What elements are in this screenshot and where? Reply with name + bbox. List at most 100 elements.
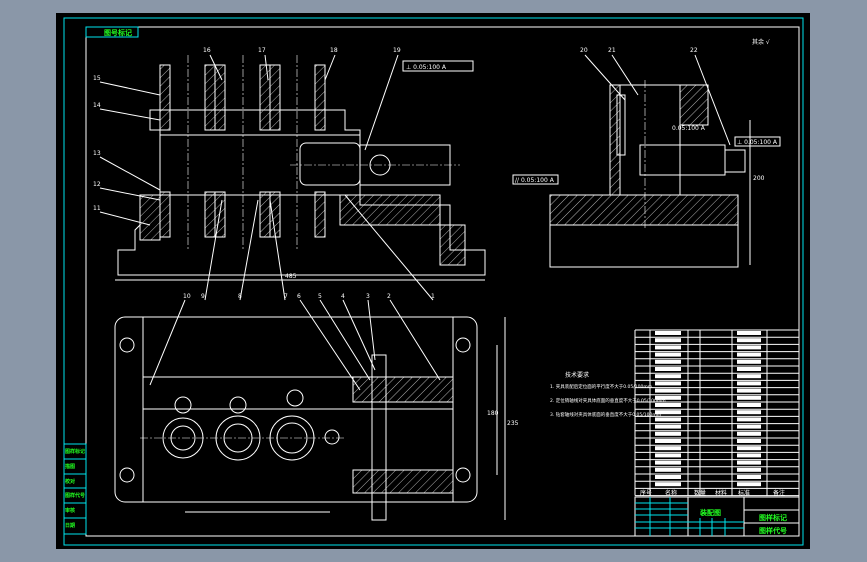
- header-cell: 名称: [665, 489, 677, 497]
- part-label: 11: [93, 205, 101, 212]
- part-standard-cell: [737, 453, 761, 458]
- part-standard-cell: [737, 439, 761, 443]
- part-name-cell: [655, 352, 681, 357]
- part-name-cell: [655, 410, 681, 415]
- drawing-number: 图样代号: [759, 526, 787, 535]
- side-cell: 校对: [65, 478, 75, 485]
- part-label: 6: [297, 293, 301, 300]
- drawing-mark: 图样标记: [759, 513, 787, 522]
- title-block: 装配图 图样标记 图样代号: [634, 496, 800, 537]
- part-standard-cell: [737, 395, 761, 400]
- part-name-cell: [655, 331, 681, 335]
- side-view: 200 20 21 22 ⊥ 0.05:100 A // 0.05:100 A …: [512, 47, 781, 268]
- part-label: 14: [93, 102, 101, 109]
- part-name-cell: [655, 403, 681, 407]
- dim-plan-inner: 180: [487, 410, 499, 417]
- part-name-cell: [655, 424, 681, 429]
- part-standard-cell: [737, 352, 761, 357]
- side-cell: 图样代号: [65, 492, 85, 499]
- part-label: 15: [93, 75, 101, 82]
- part-name-cell: [655, 431, 681, 436]
- part-name-cell: [655, 439, 681, 443]
- part-label: 5: [318, 293, 322, 300]
- tag-label: 图号标记: [104, 28, 132, 37]
- tolerance-text: ⊥ 0.05:100 A: [406, 64, 447, 71]
- part-labels-top: 15 16 17 18 19 14 13 12 11: [93, 47, 401, 226]
- part-name-cell: [655, 460, 681, 465]
- header-cell: 备注: [773, 489, 785, 497]
- part-label: 19: [393, 47, 401, 54]
- part-name-cell: [655, 381, 681, 386]
- dim-overall-width: 485: [285, 273, 297, 280]
- part-name-cell: [655, 367, 681, 371]
- part-label: 9: [201, 293, 205, 300]
- tag-box: 图号标记: [85, 26, 139, 38]
- part-standard-cell: [737, 482, 761, 487]
- part-name-cell: [655, 446, 681, 451]
- part-name-cell: [655, 467, 681, 472]
- part-label: 10: [183, 293, 191, 300]
- front-view: 485: [115, 55, 486, 281]
- dim-plan-depth: 235: [507, 420, 519, 427]
- part-label: 12: [93, 181, 101, 188]
- tech-req-item: 3. 钻套轴线对夹具体底面的垂直度不大于0.05/100mm: [550, 411, 661, 418]
- tolerance-frame-main: ⊥ 0.05:100 A: [402, 60, 474, 72]
- part-labels-bottom: 10 9 8 7 6 5 4 3 2 1: [149, 194, 441, 391]
- plan-view: 235 180: [114, 316, 519, 521]
- tech-req-item: 1. 夹具装配后定位面的平行度不大于0.05/100mm: [550, 383, 652, 390]
- tolerance-text: ⊥ 0.05:100 A: [737, 139, 778, 146]
- header-cell: 序号: [640, 489, 652, 497]
- part-name-cell: [655, 388, 681, 393]
- header-cell: 材料: [715, 489, 727, 497]
- part-name-cell: [655, 338, 681, 343]
- part-name-cell: [655, 345, 681, 350]
- part-label: 21: [608, 47, 616, 54]
- inner-frame: [85, 26, 800, 537]
- side-cell: 日期: [65, 522, 75, 529]
- part-standard-cell: [737, 403, 761, 407]
- technical-requirements: 技术要求 1. 夹具装配后定位面的平行度不大于0.05/100mm 2. 定位销…: [550, 371, 666, 418]
- part-name-cell: [655, 475, 681, 479]
- part-label: 20: [580, 47, 588, 54]
- header-cell: 数量: [694, 489, 706, 497]
- roughness-note: 其余 √: [752, 38, 770, 46]
- part-name-cell: [655, 359, 681, 364]
- part-name-cell: [655, 482, 681, 487]
- part-label: 18: [330, 47, 338, 54]
- part-label: 16: [203, 47, 211, 54]
- part-standard-cell: [737, 431, 761, 436]
- part-standard-cell: [737, 475, 761, 479]
- part-standard-cell: [737, 460, 761, 465]
- part-standard-cell: [737, 374, 761, 379]
- dim-side-height: 200: [753, 175, 765, 182]
- part-label: 8: [238, 293, 242, 300]
- part-standard-cell: [737, 331, 761, 335]
- tech-req-item: 2. 定位销轴线对夹具体底面的垂直度不大于0.05/100mm: [550, 397, 666, 404]
- part-name-cell: [655, 417, 681, 422]
- part-standard-cell: [737, 410, 761, 415]
- part-standard-cell: [737, 367, 761, 371]
- part-standard-cell: [737, 345, 761, 350]
- part-label: 3: [366, 293, 370, 300]
- part-standard-cell: [737, 467, 761, 472]
- part-standard-cell: [737, 388, 761, 393]
- part-standard-cell: [737, 424, 761, 429]
- side-block: 图样标记 描图 校对 图样代号 审核 日期: [63, 443, 87, 535]
- part-standard-cell: [737, 359, 761, 364]
- part-label: 17: [258, 47, 266, 54]
- outer-frame: [63, 17, 804, 546]
- part-label: 7: [284, 293, 288, 300]
- part-name-cell: [655, 395, 681, 400]
- parts-list-header: 序号 名称 数量 材料 标准 备注: [640, 489, 785, 497]
- tech-req-title: 技术要求: [565, 371, 589, 379]
- header-cell: 标准: [738, 489, 750, 497]
- tolerance-text: // 0.05:100 A: [515, 177, 555, 184]
- part-label: 4: [341, 293, 345, 300]
- part-label: 2: [387, 293, 391, 300]
- part-standard-cell: [737, 338, 761, 343]
- part-name-cell: [655, 453, 681, 458]
- side-cell: 图样标记: [65, 448, 85, 455]
- part-standard-cell: [737, 417, 761, 422]
- drawing-name: 装配图: [699, 508, 721, 517]
